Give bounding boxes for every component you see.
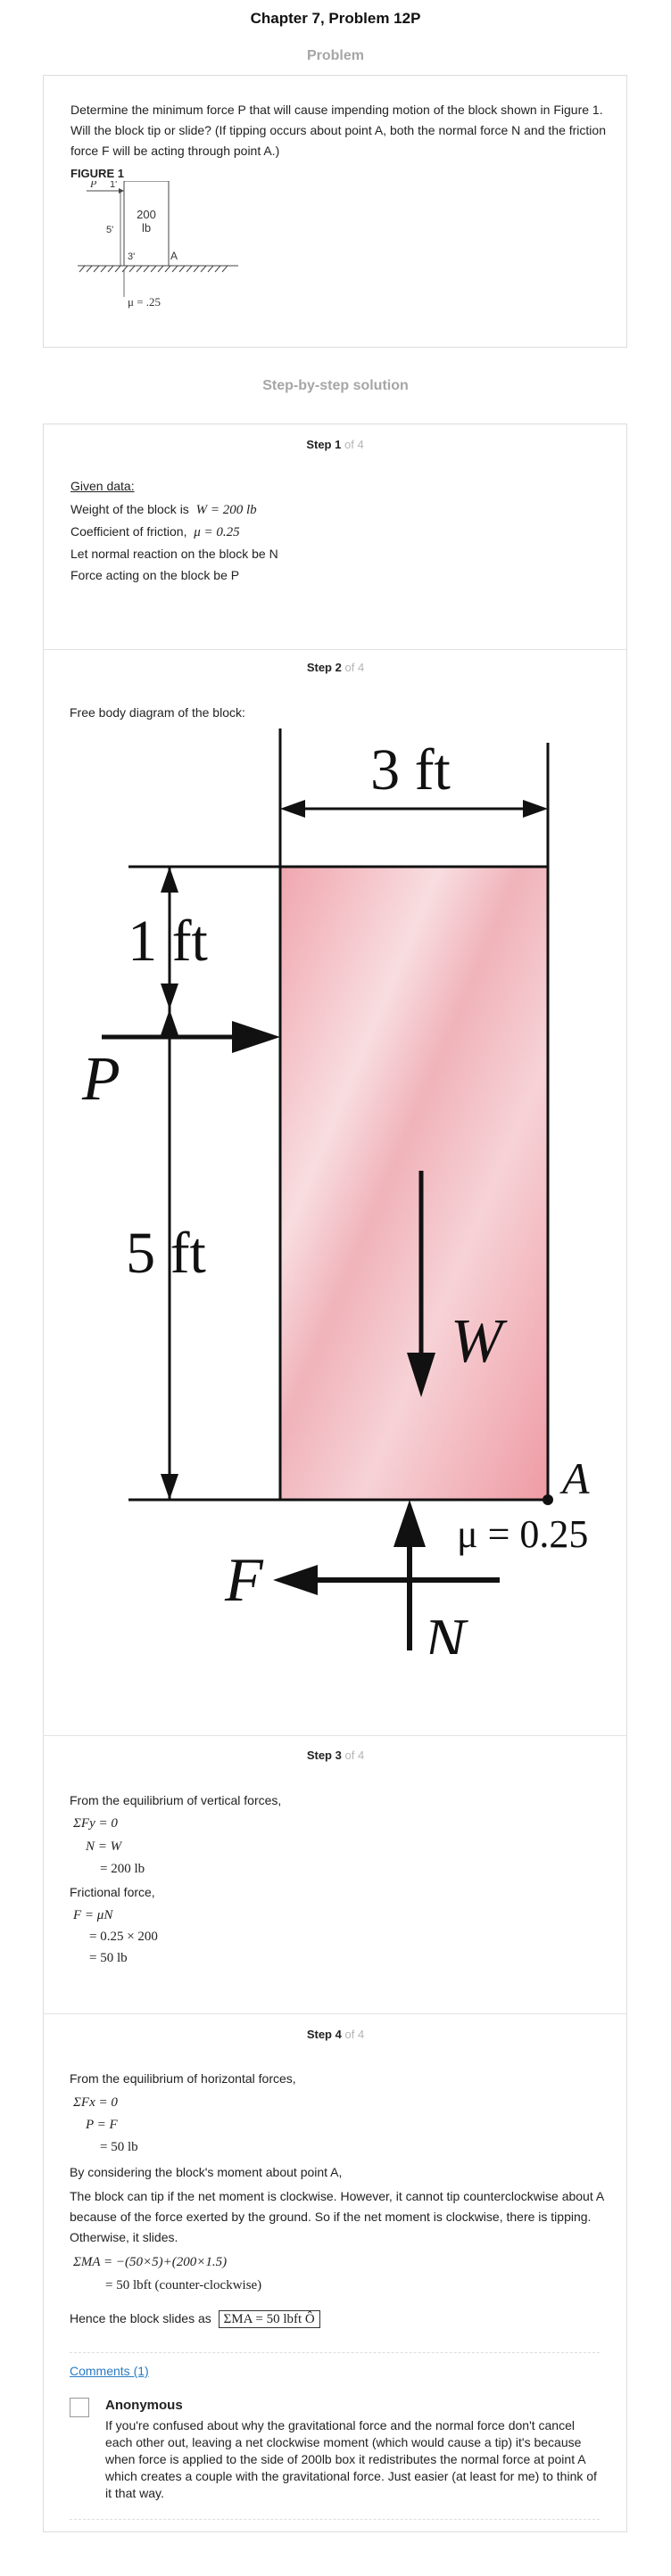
- step-1-header: Step 1 of 4: [306, 438, 364, 451]
- arrow-down-icon: [407, 1353, 435, 1397]
- step-4-line-1: From the equilibrium of horizontal force…: [70, 2071, 296, 2086]
- answer-box: ΣMA = 50 lbft Ô: [218, 2310, 320, 2328]
- step-divider: [43, 649, 627, 650]
- step-4-eq-5: = 50 lbft (counter-clockwise): [105, 2278, 262, 2292]
- fbd-5ft-label: 5 ft: [126, 1221, 206, 1286]
- solution-heading: Step-by-step solution: [262, 378, 409, 393]
- step-3-eq-3: = 200 lb: [100, 1862, 145, 1876]
- point-a: [543, 1494, 553, 1505]
- fig-1ft-label: 1': [110, 181, 117, 190]
- fbd-1ft-label: 1 ft: [128, 909, 208, 974]
- step-4-eq-3: = 50 lb: [100, 2140, 138, 2154]
- fbd-f-label: F: [224, 1546, 264, 1615]
- fig-5ft-label: 5': [106, 225, 113, 235]
- fig-weight: 200: [137, 208, 156, 221]
- step-3-line-1: From the equilibrium of vertical forces,: [70, 1793, 282, 1807]
- step-2-header: Step 2 of 4: [306, 661, 365, 674]
- step-4-header: Step 4 of 4: [306, 2028, 365, 2041]
- problem-text: Determine the minimum force P that will …: [70, 103, 606, 158]
- comments-link[interactable]: Comments (1): [70, 2364, 149, 2378]
- problem-figure: P 1' 200 lb 5' 3' A μ = .25: [78, 181, 238, 309]
- step-3-eq-1: ΣFy = 0: [73, 1816, 118, 1831]
- arrow-up-icon: [393, 1500, 426, 1547]
- fbd-n-label: N: [423, 1607, 468, 1654]
- fbd-3ft-label: 3 ft: [370, 737, 451, 802]
- step-3-eq-2: N = W: [86, 1839, 122, 1854]
- given-weight-line: Weight of the block is W = 200 lb: [70, 502, 257, 517]
- block: [278, 865, 550, 1502]
- arrow-right-icon: [232, 1021, 280, 1053]
- avatar: [70, 2398, 89, 2417]
- fbd-p-label: P: [81, 1045, 120, 1114]
- fig-3ft-label: 3': [128, 251, 135, 262]
- free-body-diagram: 3 ft 1 ft 5 ft P W A N F μ = 0.25: [81, 728, 590, 1654]
- fbd-w-label: W: [451, 1307, 508, 1376]
- arrow-left-icon: [273, 1565, 318, 1595]
- step-4-line-2: By considering the block's moment about …: [70, 2165, 343, 2179]
- step-divider: [43, 1735, 627, 1736]
- fbd-intro: Free body diagram of the block:: [70, 705, 245, 720]
- comment-author: Anonymous: [105, 2398, 183, 2413]
- step-4-eq-4: ΣMA = −(50×5)+(200×1.5): [73, 2255, 228, 2269]
- fig-p-label: P: [89, 181, 97, 190]
- arrow-left-icon: [280, 800, 305, 818]
- step-3-eq-6: = 50 lb: [89, 1951, 128, 1965]
- given-normal-line: Let normal reaction on the block be N: [70, 547, 278, 561]
- arrow-down-icon: [161, 1474, 178, 1500]
- fbd-mu-label: μ = 0.25: [457, 1512, 588, 1556]
- given-mu-line: Coefficient of friction, μ = 0.25: [70, 524, 240, 539]
- arrow-icon: [119, 188, 124, 193]
- problem-heading: Problem: [306, 48, 364, 63]
- comments-separator: [70, 2519, 600, 2520]
- step-3-line-2: Frictional force,: [70, 1885, 155, 1899]
- comments-separator: [70, 2352, 600, 2353]
- page-title: Chapter 7, Problem 12P: [250, 10, 421, 27]
- step-4-line-4: Hence the block slides as ΣMA = 50 lbft …: [70, 2309, 320, 2330]
- step-divider: [43, 2013, 627, 2014]
- step-3-header: Step 3 of 4: [306, 1749, 365, 1762]
- arrow-up-icon: [161, 1009, 178, 1035]
- fig-a-label: A: [170, 250, 178, 262]
- comment-text: If you're confused about why the gravita…: [105, 2418, 597, 2500]
- step-4-eq-2: P = F: [86, 2118, 118, 2132]
- step-3-eq-5: = 0.25 × 200: [89, 1930, 158, 1944]
- fig-mu-label: μ = .25: [128, 295, 161, 309]
- fig-unit: lb: [142, 221, 151, 235]
- problem-card: Determine the minimum force P that will …: [43, 75, 627, 348]
- arrow-right-icon: [523, 800, 548, 818]
- arrow-down-icon: [161, 983, 178, 1009]
- step-3-eq-4: F = μN: [73, 1908, 113, 1922]
- step-4-eq-1: ΣFx = 0: [73, 2095, 118, 2110]
- given-data-label: Given data:: [70, 479, 135, 493]
- figure-label: FIGURE 1: [70, 167, 124, 180]
- arrow-up-icon: [161, 867, 178, 893]
- given-force-line: Force acting on the block be P: [70, 568, 240, 582]
- step-4-line-3: The block can tip if the net moment is c…: [70, 2189, 604, 2244]
- fbd-a-label: A: [559, 1453, 590, 1503]
